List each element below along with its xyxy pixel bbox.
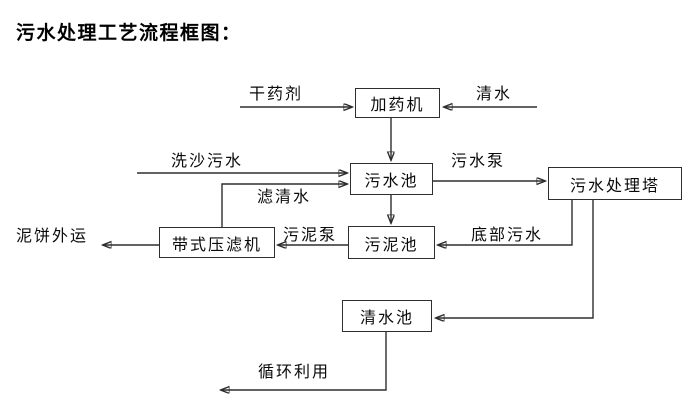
edge-clean-water-pool-to-recycle xyxy=(221,332,387,390)
edge-tower-to-clean-water-pool xyxy=(436,200,594,318)
node-belt-filter-press-label: 带式压滤机 xyxy=(171,234,262,254)
node-sewage-pool: 污水池 xyxy=(350,163,433,195)
node-sludge-pool-label: 污泥池 xyxy=(364,234,419,254)
node-sewage-pool-label: 污水池 xyxy=(364,171,419,190)
edge-belt-press-filtered-water-to-sewage-pool xyxy=(221,184,347,227)
label-recycle-use: 循环利用 xyxy=(258,362,331,381)
edge-tower-bottom-sewage-to-sludge-pool xyxy=(438,200,573,245)
node-clean-water-pool: 清水池 xyxy=(342,300,432,332)
label-clean-water: 清水 xyxy=(476,84,513,103)
node-sewage-treatment-tower: 污水处理塔 xyxy=(548,167,682,200)
label-dry-chemical: 干药剂 xyxy=(249,84,304,103)
label-mud-cake-out: 泥饼外运 xyxy=(16,226,89,245)
label-sludge-pump: 污泥泵 xyxy=(283,225,338,244)
label-sand-washing-sewage: 洗沙污水 xyxy=(171,151,244,170)
node-clean-water-pool-label: 清水池 xyxy=(359,308,414,327)
label-sewage-pump: 污水泵 xyxy=(451,151,506,170)
node-belt-filter-press: 带式压滤机 xyxy=(159,227,275,258)
label-bottom-sewage: 底部污水 xyxy=(471,225,544,244)
label-filtered-water: 滤清水 xyxy=(257,187,312,206)
node-sludge-pool: 污泥池 xyxy=(348,226,435,259)
node-dosing-machine: 加药机 xyxy=(355,88,440,118)
page-title: 污水处理工艺流程框图： xyxy=(16,22,242,44)
node-dosing-machine-label: 加药机 xyxy=(370,95,425,114)
node-sewage-treatment-tower-label: 污水处理塔 xyxy=(569,175,660,195)
